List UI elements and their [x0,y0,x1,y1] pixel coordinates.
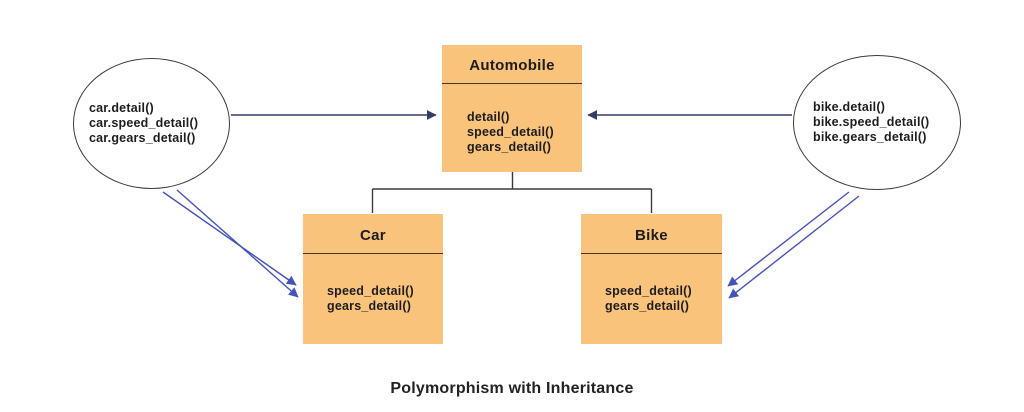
car-dispatch-arrow-1 [162,191,297,286]
diagram-caption: Polymorphism with Inheritance [390,380,634,397]
class-divider [442,83,582,84]
callout-car-lines: car.detail() car.speed_detail() car.gear… [74,101,229,146]
callout-bike-calls: bike.detail() bike.speed_detail() bike.g… [793,55,961,190]
class-divider [303,253,443,254]
method-line: speed_detail() [605,284,692,298]
method-line: gears_detail() [605,299,690,313]
call-line: bike.speed_detail() [813,115,930,129]
class-title-bike: Bike [635,227,668,244]
method-line: speed_detail() [327,284,414,298]
class-divider [581,253,722,254]
class-title-automobile: Automobile [469,57,555,74]
call-line: bike.gears_detail() [813,130,927,144]
method-line: gears_detail() [467,140,552,154]
call-line: car.speed_detail() [89,116,199,130]
call-line: bike.detail() [813,100,886,114]
bike-dispatch-arrow-1 [727,191,850,287]
class-box-automobile: Automobile detail() speed_detail() gears… [442,45,582,172]
car-dispatch-arrow-2 [176,189,299,298]
method-line: detail() [467,110,510,124]
bike-dispatch-arrow-2 [728,195,860,299]
method-line: speed_detail() [467,125,554,139]
callout-car-calls: car.detail() car.speed_detail() car.gear… [73,58,230,189]
call-line: car.gears_detail() [89,131,196,145]
class-box-car: Car speed_detail() gears_detail() [303,214,443,344]
method-line: gears_detail() [327,299,412,313]
class-box-bike: Bike speed_detail() gears_detail() [581,214,722,344]
callout-bike-lines: bike.detail() bike.speed_detail() bike.g… [794,100,960,145]
class-methods-bike: speed_detail() gears_detail() [581,254,722,314]
class-methods-car: speed_detail() gears_detail() [303,254,443,314]
inheritance-connector [371,172,653,213]
call-line: car.detail() [89,101,154,115]
class-title-car: Car [360,227,386,244]
class-methods-automobile: detail() speed_detail() gears_detail() [442,84,582,155]
